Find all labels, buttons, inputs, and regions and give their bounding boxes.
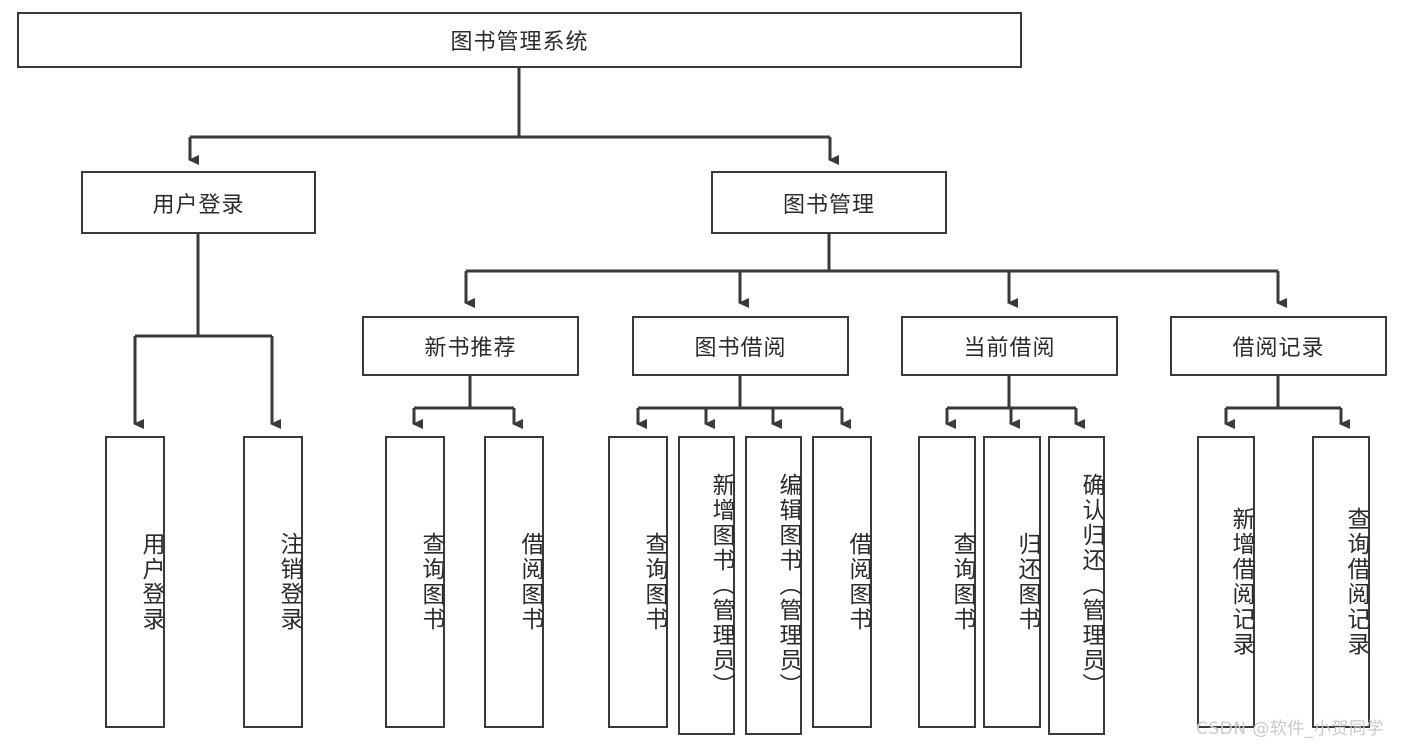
leaf-new-book-query[interactable]: 查询图书 bbox=[385, 436, 445, 728]
leaf-current-borrow-confirm-admin[interactable]: 确认归还（管理员） bbox=[1048, 436, 1105, 735]
leaf-book-borrow-edit-admin[interactable]: 编辑图书（管理员） bbox=[745, 436, 802, 735]
leaf-user-login-login[interactable]: 用户登录 bbox=[105, 436, 165, 728]
leaf-new-book-borrow[interactable]: 借阅图书 bbox=[484, 436, 544, 728]
node-user-login[interactable]: 用户登录 bbox=[81, 171, 316, 234]
leaf-user-login-logout[interactable]: 注销登录 bbox=[243, 436, 303, 728]
node-root-system[interactable]: 图书管理系统 bbox=[17, 12, 1022, 68]
leaf-current-borrow-query[interactable]: 查询图书 bbox=[918, 436, 976, 728]
leaf-current-borrow-return[interactable]: 归还图书 bbox=[983, 436, 1041, 728]
leaf-book-borrow-add-admin[interactable]: 新增图书（管理员） bbox=[678, 436, 735, 735]
leaf-borrow-record-query[interactable]: 查询借阅记录 bbox=[1312, 436, 1370, 728]
node-book-management[interactable]: 图书管理 bbox=[711, 171, 947, 234]
node-borrow-record[interactable]: 借阅记录 bbox=[1170, 316, 1387, 376]
node-current-borrow[interactable]: 当前借阅 bbox=[901, 316, 1118, 376]
node-new-book-recommend[interactable]: 新书推荐 bbox=[362, 316, 579, 376]
leaf-book-borrow-query[interactable]: 查询图书 bbox=[608, 436, 668, 728]
leaf-borrow-record-add[interactable]: 新增借阅记录 bbox=[1197, 436, 1255, 728]
node-book-borrow[interactable]: 图书借阅 bbox=[632, 316, 849, 376]
leaf-book-borrow-borrow[interactable]: 借阅图书 bbox=[812, 436, 872, 728]
